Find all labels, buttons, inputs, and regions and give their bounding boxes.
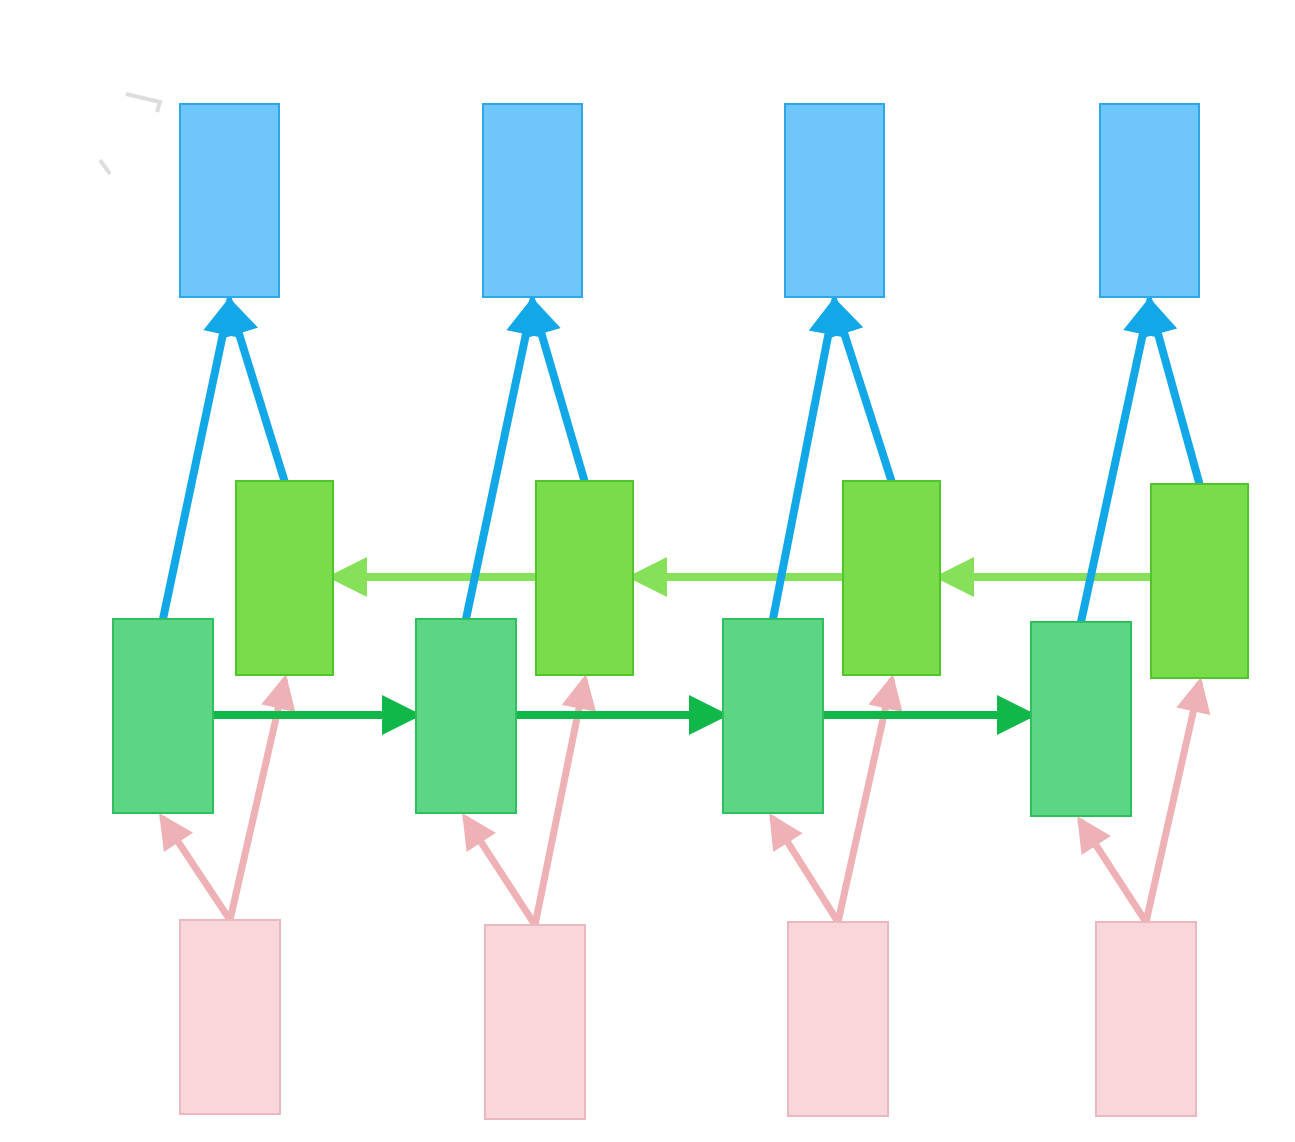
backward-hidden-node-2 — [535, 480, 634, 676]
forward-hidden-node-3 — [722, 618, 824, 814]
backward-hidden-node-1 — [235, 480, 334, 676]
diagram-nodes — [112, 103, 1249, 1120]
input-node-2 — [484, 924, 586, 1120]
output-edge-forward-2 — [462, 295, 546, 623]
output-node-4 — [1099, 103, 1200, 298]
forward-hidden-node-1 — [112, 618, 214, 814]
output-edge-backward-3 — [825, 295, 896, 485]
input-edge-backward-3 — [834, 674, 903, 926]
forward-hidden-node-4 — [1030, 621, 1132, 817]
output-edge-forward-4 — [1077, 295, 1163, 626]
input-edge-backward-1 — [226, 674, 296, 924]
forward-hidden-node-2 — [415, 618, 517, 814]
backward-hidden-node-3 — [842, 480, 941, 676]
output-edge-backward-4 — [1138, 295, 1204, 488]
output-node-1 — [179, 103, 280, 298]
input-edge-backward-2 — [531, 674, 597, 929]
output-edge-forward-3 — [769, 295, 849, 623]
output-node-2 — [482, 103, 583, 298]
output-node-3 — [784, 103, 885, 298]
input-edge-forward-2 — [462, 813, 539, 929]
input-node-1 — [179, 919, 281, 1115]
input-node-3 — [787, 921, 889, 1117]
backward-hidden-node-4 — [1150, 483, 1249, 679]
input-edge-forward-4 — [1077, 816, 1150, 926]
output-edge-backward-1 — [219, 295, 289, 485]
output-edge-backward-2 — [522, 295, 589, 485]
diagram-edges — [159, 295, 1211, 929]
input-edge-forward-1 — [159, 813, 234, 924]
input-node-4 — [1095, 921, 1197, 1117]
input-edge-forward-3 — [769, 813, 842, 926]
input-edge-backward-4 — [1142, 677, 1211, 926]
output-edge-forward-1 — [159, 295, 243, 623]
corner-artifact — [98, 92, 163, 176]
